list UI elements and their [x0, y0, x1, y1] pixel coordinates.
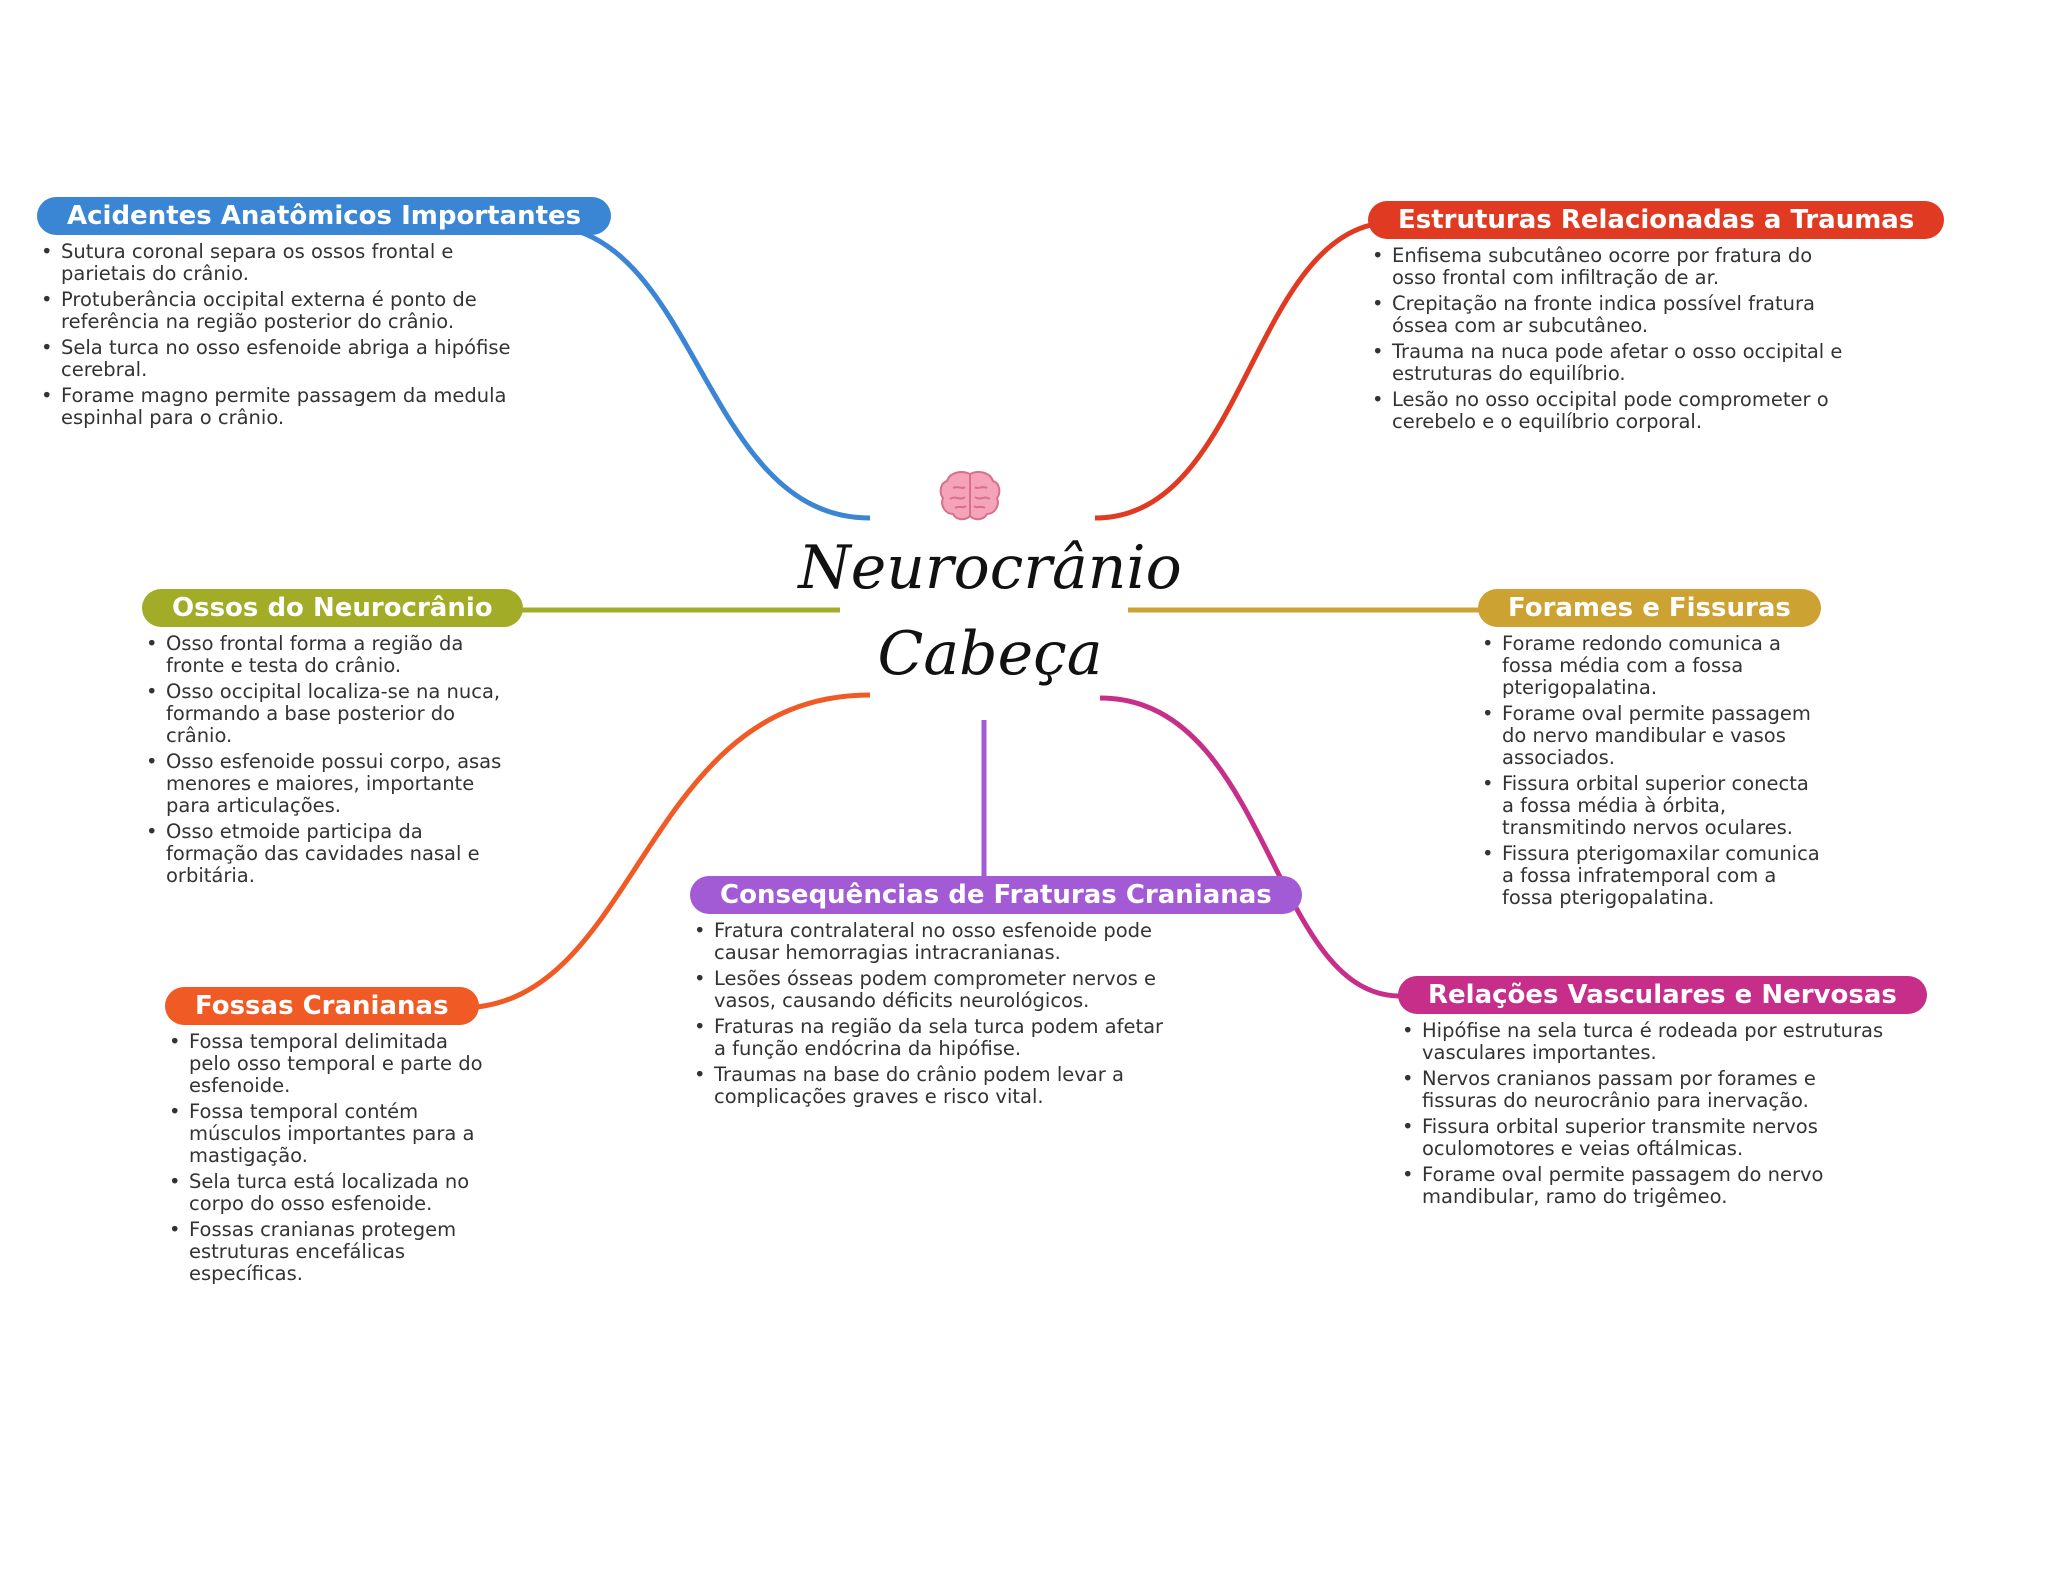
list-item: Forame magno permite passagem da medula …	[37, 385, 537, 429]
list-item: Hipófise na sela turca é rodeada por est…	[1398, 1020, 1888, 1064]
list-item: Fissura orbital superior conecta a fossa…	[1478, 773, 1823, 839]
list-item: Enfisema subcutâneo ocorre por fratura d…	[1368, 245, 1853, 289]
list-item: Fratura contralateral no osso esfenoide …	[690, 920, 1180, 964]
connector-acidentes	[539, 222, 871, 521]
list-item: Fossas cranianas protegem estruturas enc…	[165, 1219, 485, 1285]
branch-title-fossas[interactable]: Fossas Cranianas	[165, 987, 479, 1025]
connector-estruturas	[1094, 219, 1396, 521]
list-item: Sela turca no osso esfenoide abriga a hi…	[37, 337, 537, 381]
list-item: Lesão no osso occipital pode comprometer…	[1368, 389, 1853, 433]
branch-items-estruturas: Enfisema subcutâneo ocorre por fratura d…	[1368, 245, 1853, 433]
branch-acidentes: Acidentes Anatômicos Importantes Sutura …	[37, 197, 612, 433]
branch-ossos: Ossos do Neurocrânio Osso frontal forma …	[142, 589, 523, 891]
central-title-line2: Cabeça	[877, 619, 1103, 689]
list-item: Osso occipital localiza-se na nuca, form…	[142, 681, 512, 747]
list-item: Osso etmoide participa da formação das c…	[142, 821, 512, 887]
list-item: Fossa temporal delimitada pelo osso temp…	[165, 1031, 485, 1097]
list-item: Forame redondo comunica a fossa média co…	[1478, 633, 1823, 699]
list-item: Sutura coronal separa os ossos frontal e…	[37, 241, 537, 285]
list-item: Traumas na base do crânio podem levar a …	[690, 1064, 1180, 1108]
list-item: Sela turca está localizada no corpo do o…	[165, 1171, 485, 1215]
list-item: Nervos cranianos passam por forames e fi…	[1398, 1068, 1888, 1112]
branch-forames: Forames e Fissuras Forame redondo comuni…	[1478, 589, 1823, 913]
list-item: Forame oval permite passagem do nervo ma…	[1398, 1164, 1888, 1208]
brain-icon	[939, 471, 1001, 521]
list-item: Forame oval permite passagem do nervo ma…	[1478, 703, 1823, 769]
branch-items-ossos: Osso frontal forma a região da fronte e …	[142, 633, 512, 887]
list-item: Fossa temporal contém músculos important…	[165, 1101, 485, 1167]
branch-items-acidentes: Sutura coronal separa os ossos frontal e…	[37, 241, 537, 429]
branch-items-fossas: Fossa temporal delimitada pelo osso temp…	[165, 1031, 485, 1285]
branch-title-ossos[interactable]: Ossos do Neurocrânio	[142, 589, 523, 627]
branch-title-relacoes[interactable]: Relações Vasculares e Nervosas	[1398, 976, 1927, 1014]
list-item: Osso esfenoide possui corpo, asas menore…	[142, 751, 512, 817]
list-item: Lesões ósseas podem comprometer nervos e…	[690, 968, 1180, 1012]
list-item: Fraturas na região da sela turca podem a…	[690, 1016, 1180, 1060]
list-item: Crepitação na fronte indica possível fra…	[1368, 293, 1853, 337]
branch-fossas: Fossas Cranianas Fossa temporal delimita…	[165, 987, 485, 1289]
connector-fossas	[459, 692, 871, 1011]
branch-items-relacoes: Hipófise na sela turca é rodeada por est…	[1398, 1020, 1888, 1208]
branch-estruturas: Estruturas Relacionadas a Traumas Enfise…	[1368, 201, 1945, 437]
central-topic: Neurocrânio Cabeça	[780, 525, 1200, 697]
branch-relacoes: Relações Vasculares e Nervosas Hipófise …	[1398, 976, 1927, 1212]
list-item: Osso frontal forma a região da fronte e …	[142, 633, 512, 677]
list-item: Protuberância occipital externa é ponto …	[37, 289, 537, 333]
branch-title-consequencias[interactable]: Consequências de Fraturas Cranianas	[690, 876, 1302, 914]
branch-consequencias: Consequências de Fraturas Cranianas Frat…	[690, 876, 1302, 1112]
central-title-line1: Neurocrânio	[798, 533, 1182, 603]
branch-title-acidentes[interactable]: Acidentes Anatômicos Importantes	[37, 197, 612, 235]
list-item: Fissura orbital superior transmite nervo…	[1398, 1116, 1888, 1160]
list-item: Trauma na nuca pode afetar o osso occipi…	[1368, 341, 1853, 385]
connector-relacoes	[1099, 695, 1401, 999]
branch-title-estruturas[interactable]: Estruturas Relacionadas a Traumas	[1368, 201, 1945, 239]
branch-items-consequencias: Fratura contralateral no osso esfenoide …	[690, 920, 1180, 1108]
list-item: Fissura pterigomaxilar comunica a fossa …	[1478, 843, 1823, 909]
branch-title-forames[interactable]: Forames e Fissuras	[1478, 589, 1821, 627]
branch-items-forames: Forame redondo comunica a fossa média co…	[1478, 633, 1823, 909]
